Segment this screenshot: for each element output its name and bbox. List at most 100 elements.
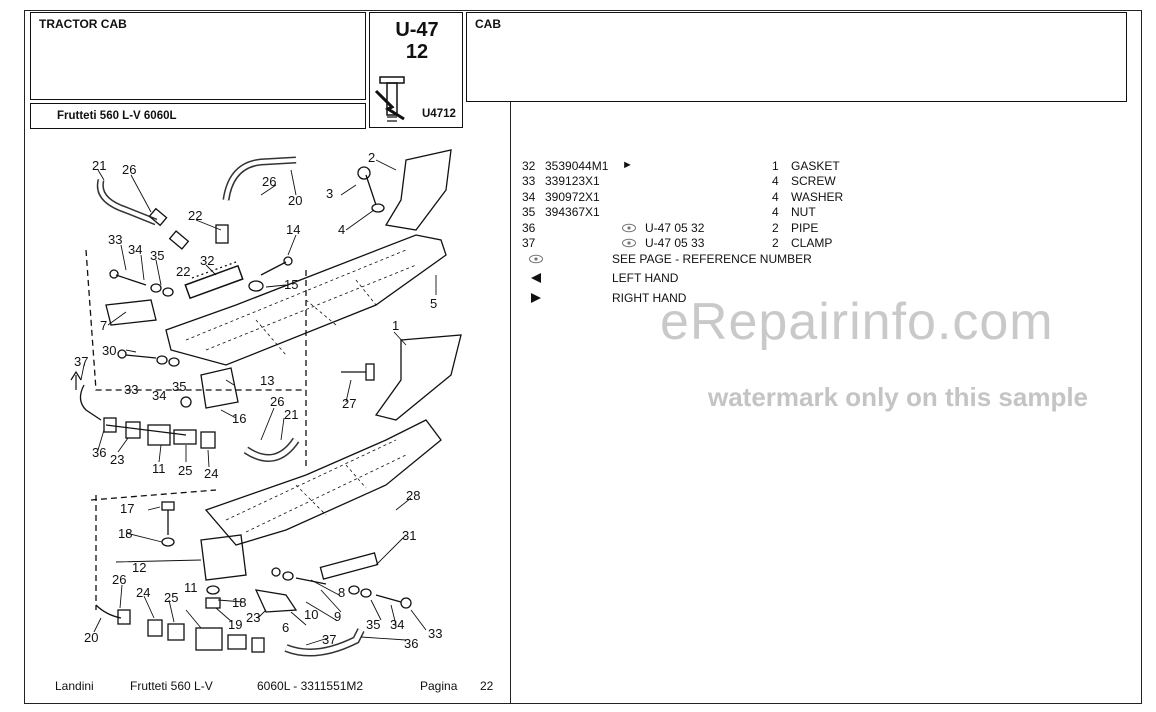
diagram-label: 14 (286, 222, 300, 237)
diagram-label: 22 (176, 264, 190, 279)
see-page-icon (529, 254, 543, 264)
description: SCREW (791, 174, 836, 188)
description: CLAMP (791, 236, 833, 250)
diagram-label: 20 (288, 193, 302, 208)
part-number: 394367X1 (545, 205, 600, 219)
description: WASHER (791, 190, 844, 204)
diagram-label: 34 (152, 388, 166, 403)
diagram-label: 26 (270, 394, 284, 409)
diagram-label: 35 (150, 248, 164, 263)
left-arrow-icon (531, 273, 541, 283)
diagram-label: 34 (390, 617, 404, 632)
diagram-label: 19 (228, 617, 242, 632)
diagram-label: 33 (428, 626, 442, 641)
diagram-label: 23 (110, 452, 124, 467)
diagram-label: 10 (304, 607, 318, 622)
diagram-label: 11 (152, 461, 166, 476)
see-page-icon (622, 238, 636, 248)
code-group: U-47 (395, 19, 439, 41)
diagram-label: 24 (136, 585, 150, 600)
reference: U-47 05 32 (645, 221, 705, 235)
diagram-label: 26 (112, 572, 126, 587)
diagram-label: 31 (402, 528, 416, 543)
exploded-parts-diagram: 21 26 22 22 26 20 2 3 4 5 33 34 35 32 14… (70, 149, 462, 657)
diagram-label: 18 (118, 526, 132, 541)
part-number: 339123X1 (545, 174, 600, 188)
diagram-label: 32 (200, 253, 214, 268)
diagram-label: 25 (164, 590, 178, 605)
diagram-label: 27 (342, 396, 356, 411)
diagram-label: 7 (100, 318, 107, 333)
model-line-box: Frutteti 560 L-V 6060L (30, 103, 366, 129)
pos: 37 (522, 236, 536, 250)
watermark-sub: watermark only on this sample (708, 382, 1089, 412)
diagram-label: 17 (120, 501, 134, 516)
qty: 2 (772, 236, 779, 250)
see-page-icon (622, 223, 636, 233)
diagram-label: 21 (92, 158, 106, 173)
footer-ref: 6060L - 3311551M2 (257, 679, 364, 693)
footer-brand: Landini (55, 679, 94, 693)
pos: 33 (522, 174, 536, 188)
diagram-label: 1 (392, 318, 399, 333)
column-divider (510, 102, 511, 704)
reference: U-47 05 33 (645, 236, 705, 250)
qty: 4 (772, 205, 779, 219)
pos: 32 (522, 159, 536, 173)
diagram-label: 25 (178, 463, 192, 478)
diagram-label: 26 (262, 174, 276, 189)
diagram-label: 37 (322, 632, 336, 647)
diagram-label: 3 (326, 186, 333, 201)
diagram-label: 13 (260, 373, 274, 388)
description: PIPE (791, 221, 819, 235)
diagram-label: 28 (406, 488, 420, 503)
diagram-label: 35 (172, 379, 186, 394)
diagram-label: 21 (284, 407, 298, 422)
footer-page-label: Pagina (420, 679, 458, 693)
diagram-label: 20 (84, 630, 98, 645)
group-name: CAB (475, 17, 501, 31)
right-arrow-icon (531, 293, 541, 303)
pos: 36 (522, 221, 536, 235)
diagram-label: 23 (246, 610, 260, 625)
diagram-label: 2 (368, 150, 375, 165)
diagram-label: 33 (124, 382, 138, 397)
diagram-label: 34 (128, 242, 142, 257)
section-title: TRACTOR CAB (39, 17, 127, 31)
legend-text: LEFT HAND (612, 271, 679, 285)
diagram-label: 11 (184, 580, 198, 595)
qty: 4 (772, 174, 779, 188)
part-number: 3539044M1 (545, 159, 609, 173)
right-arrow-icon: ► (622, 159, 633, 171)
diagram-label: 33 (108, 232, 122, 247)
diagram-label: 35 (366, 617, 380, 632)
page-footer: Landini Frutteti 560 L-V 6060L - 3311551… (0, 679, 1156, 695)
qty: 1 (772, 159, 779, 173)
diagram-label: 18 (232, 595, 246, 610)
diagram-labels: 21 26 22 22 26 20 2 3 4 5 33 34 35 32 14… (74, 150, 442, 651)
diagram-label: 12 (132, 560, 146, 575)
group-name-box: CAB (466, 12, 1127, 102)
diagram-label: 5 (430, 296, 437, 311)
page-frame (24, 10, 1142, 704)
diagram-label: 22 (188, 208, 202, 223)
ref-code: U4712 (422, 108, 456, 120)
legend-text: RIGHT HAND (612, 291, 687, 305)
section-title-box: TRACTOR CAB (30, 12, 366, 100)
diagram-label: 15 (284, 277, 298, 292)
diagram-label: 37 (74, 354, 88, 369)
qty: 2 (772, 221, 779, 235)
model-line: Frutteti 560 L-V 6060L (57, 110, 177, 122)
description: NUT (791, 205, 816, 219)
diagram-label: 6 (282, 620, 289, 635)
diagram-label: 26 (122, 162, 136, 177)
pos: 34 (522, 190, 536, 204)
legend-text: SEE PAGE - REFERENCE NUMBER (612, 252, 812, 266)
pos: 35 (522, 205, 536, 219)
qty: 4 (772, 190, 779, 204)
diagram-label: 24 (204, 466, 218, 481)
code-box: U-47 12 U4712 (369, 12, 463, 128)
diagram-label: 30 (102, 343, 116, 358)
diagram-label: 8 (338, 585, 345, 600)
part-number: 390972X1 (545, 190, 600, 204)
